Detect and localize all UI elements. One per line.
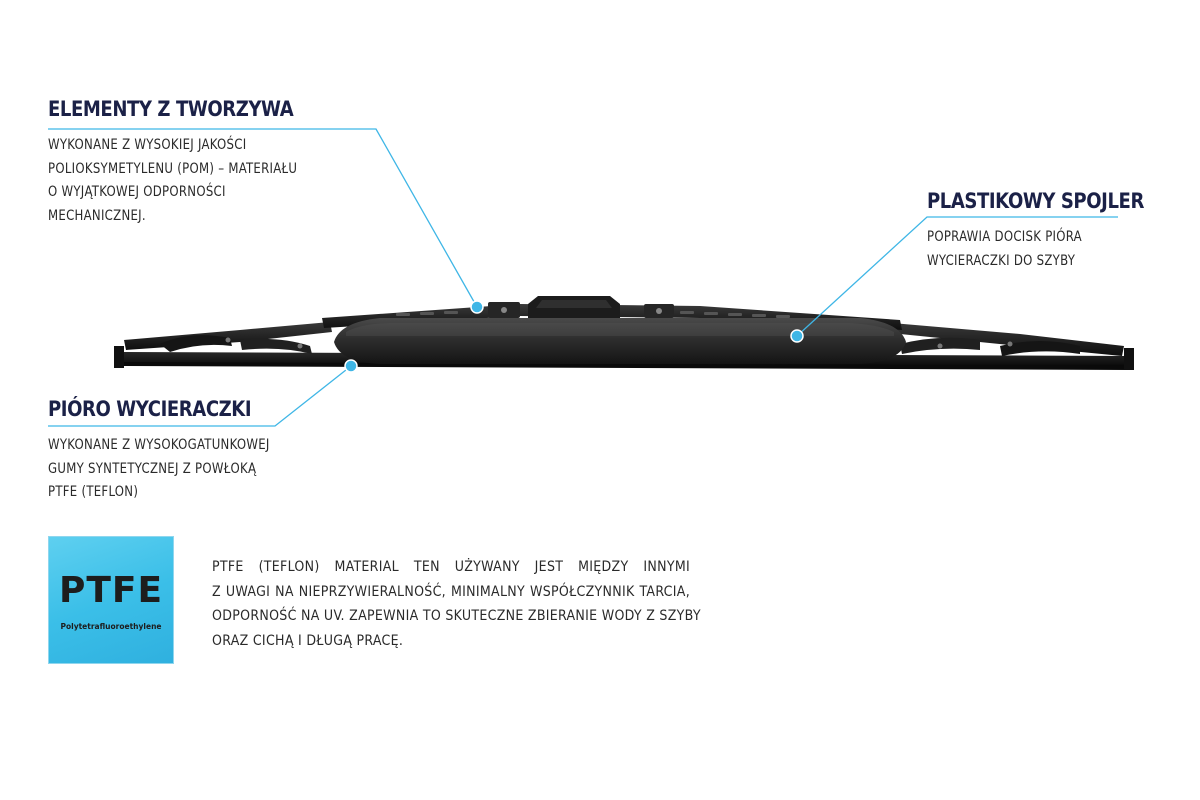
- callout-title: PLASTIKOWY SPOJLER: [927, 189, 1144, 213]
- spoiler: [334, 318, 906, 364]
- ptfe-badge-subtitle: Polytetrafluoroethylene: [60, 622, 162, 631]
- callout-description: POPRAWIA DOCISK PIÓRA WYCIERACZKI DO SZY…: [927, 226, 1162, 273]
- leader-dot-blade: [344, 359, 358, 373]
- ptfe-badge: PTFE Polytetrafluoroethylene: [48, 536, 174, 664]
- ptfe-line: Z UWAGI NA NIEPRZYWIERALNOŚĆ, MINIMALNY …: [212, 583, 690, 600]
- callout-title: PIÓRO WYCIERACZKI: [48, 397, 252, 421]
- callout-line: POLIOKSYMETYLENU (POM) – MATERIAŁU: [48, 160, 298, 177]
- ptfe-description: PTFE (TEFLON) MATERIAL TEN UŻYWANY JEST …: [212, 555, 701, 653]
- callout-line: WYKONANE Z WYSOKIEJ JAKOŚCI: [48, 137, 247, 153]
- callout-title: ELEMENTY Z TWORZYWA: [48, 97, 294, 121]
- callout-line: WYKONANE Z WYSOKOGATUNKOWEJ: [48, 437, 270, 453]
- callout-wiper-blade: PIÓRO WYCIERACZKI WYKONANE Z WYSOKOGATUN…: [48, 396, 286, 505]
- callout-plastic-elements: ELEMENTY Z TWORZYWA WYKONANE Z WYSOKIEJ …: [48, 96, 333, 228]
- callout-line: GUMY SYNTETYCZNEJ Z POWŁOKĄ: [48, 460, 257, 477]
- leader-lines: [48, 128, 1118, 427]
- ptfe-line: ODPORNOŚĆ NA UV. ZAPEWNIA TO SKUTECZNE Z…: [212, 608, 701, 624]
- ptfe-badge-title: PTFE: [58, 570, 164, 611]
- ptfe-line: ORAZ CICHĄ I DŁUGĄ PRACĘ.: [212, 632, 404, 649]
- callout-line: O WYJĄTKOWEJ ODPORNOŚCI: [48, 184, 226, 200]
- leader-dot-elements: [470, 300, 484, 314]
- ptfe-line: PTFE (TEFLON) MATERIAL TEN UŻYWANY JEST …: [212, 559, 690, 575]
- callout-description: WYKONANE Z WYSOKIEJ JAKOŚCI POLIOKSYMETY…: [48, 134, 313, 228]
- callout-line: MECHANICZNEJ.: [48, 207, 146, 224]
- callout-plastic-spoiler: PLASTIKOWY SPOJLER POPRAWIA DOCISK PIÓRA…: [927, 188, 1179, 273]
- leader-dot-spoiler: [790, 329, 804, 343]
- callout-description: WYKONANE Z WYSOKOGATUNKOWEJ GUMY SYNTETY…: [48, 434, 270, 505]
- callout-line: WYCIERACZKI DO SZYBY: [927, 252, 1076, 269]
- callout-line: PTFE (TEFLON): [48, 484, 139, 500]
- callout-line: POPRAWIA DOCISK PIÓRA: [927, 229, 1082, 245]
